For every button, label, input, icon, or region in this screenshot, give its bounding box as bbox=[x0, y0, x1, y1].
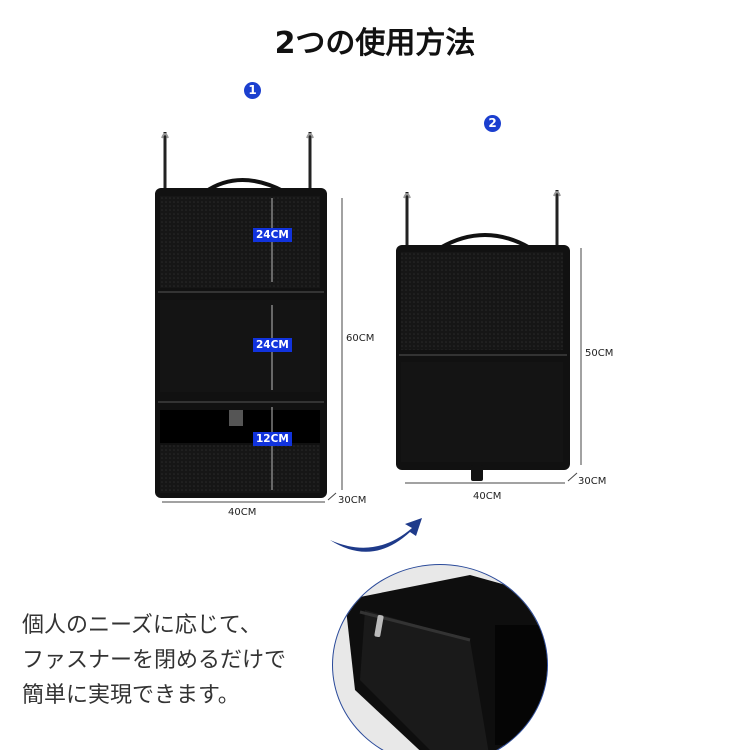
step-1-badge: 1 bbox=[244, 82, 261, 99]
width-label-1: 40CM bbox=[228, 507, 257, 518]
step-2-badge: 2 bbox=[484, 115, 501, 132]
segment-label-top: 24CM bbox=[253, 228, 292, 242]
description-line: 簡単に実現できます。 bbox=[22, 683, 240, 708]
height-label-2: 50CM bbox=[585, 348, 614, 359]
segment-label-bottom: 12CM bbox=[253, 432, 292, 446]
width-label-2: 40CM bbox=[473, 491, 502, 502]
description-line: ファスナーを閉めるだけで bbox=[22, 648, 287, 673]
depth-label-2: 30CM bbox=[578, 476, 607, 487]
page-title: 2つの使用方法 bbox=[274, 26, 476, 61]
segment-label-middle: 24CM bbox=[253, 338, 292, 352]
zipper-detail-image bbox=[332, 564, 548, 750]
compressed-bag-image bbox=[396, 190, 582, 484]
description-line: 個人のニーズに応じて、 bbox=[22, 613, 262, 638]
height-label-1: 60CM bbox=[346, 333, 375, 344]
depth-label-1: 30CM bbox=[338, 495, 367, 506]
description: 個人のニーズに応じて、 ファスナーを閉めるだけで 簡単に実現できます。 bbox=[22, 608, 286, 713]
curved-arrow-icon bbox=[330, 518, 422, 552]
expanded-bag-image bbox=[155, 132, 343, 503]
